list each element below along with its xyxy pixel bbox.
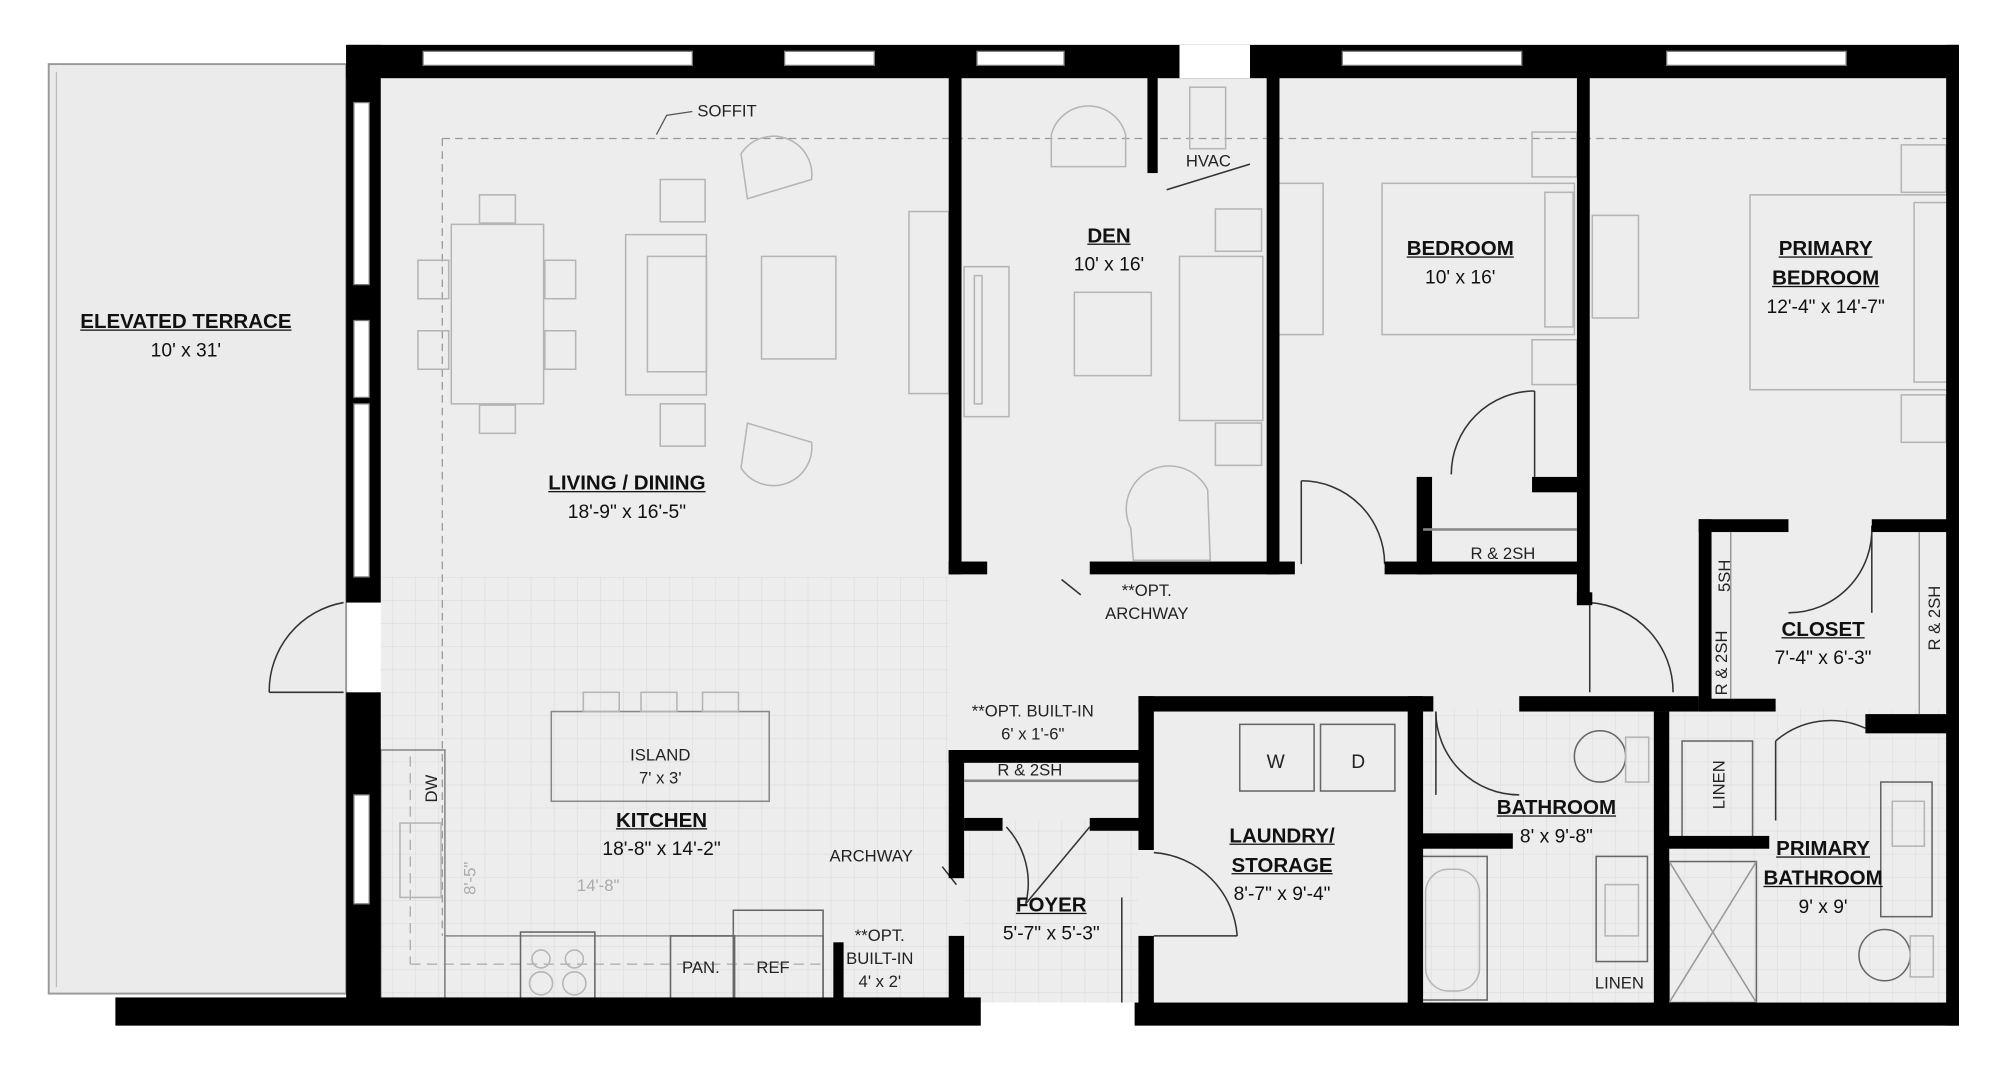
room-dims: 8'-7" x 9'-4" xyxy=(1233,883,1331,906)
terrace-floor xyxy=(47,63,348,995)
note-line: 6' x 1'-6" xyxy=(1001,724,1065,744)
room-label-den: DEN 10' x 16' xyxy=(1074,222,1144,280)
room-label-kitchen: KITCHEN 18'-8" x 14'-2" xyxy=(602,806,720,864)
room-label-terrace: ELEVATED TERRACE 10' x 31' xyxy=(80,308,291,366)
room-dims: 7'-4" x 6'-3" xyxy=(1774,647,1872,670)
dishwasher-label: DW xyxy=(421,774,441,803)
note-line: ISLAND xyxy=(630,744,691,765)
room-label-closet: CLOSET 7'-4" x 6'-3" xyxy=(1775,615,1872,673)
soffit-line xyxy=(441,137,1949,936)
room-name: LIVING / DINING xyxy=(548,473,706,495)
dimension-vertical: 8'-5" xyxy=(460,861,480,895)
soffit-note: SOFFIT xyxy=(697,101,757,121)
r2sh-closet-right-label: R & 2SH xyxy=(1924,585,1944,651)
r2sh-shelf xyxy=(964,779,1139,783)
room-dims: 12'-4" x 14'-7" xyxy=(1766,296,1885,319)
room-name-line2: BATHROOM xyxy=(1763,868,1883,890)
r2sh-bedroom-label: R & 2SH xyxy=(1470,543,1536,563)
room-name: KITCHEN xyxy=(615,810,708,833)
kitchen-tile xyxy=(380,576,949,1000)
room-dims: 10' x 16' xyxy=(1425,266,1496,289)
note-line: **OPT. BUILT-IN xyxy=(971,701,1094,721)
room-label-primary-bathroom: PRIMARY BATHROOM 9' x 9' xyxy=(1763,835,1882,922)
room-name: CLOSET xyxy=(1781,619,1865,642)
note-line: BUILT-IN xyxy=(846,948,914,969)
room-dims: 18'-9" x 16'-5" xyxy=(567,501,687,524)
island-label: ISLAND 7' x 3' xyxy=(624,744,696,791)
room-label-bathroom: BATHROOM 8' x 9'-8" xyxy=(1497,794,1616,852)
pantry-label: PAN. xyxy=(682,957,720,977)
5sh-label: 5SH xyxy=(1714,559,1735,592)
dimension-horizontal: 14'-8" xyxy=(576,875,620,895)
opt-builtin-4x2-note: **OPT. BUILT-IN 4' x 2' xyxy=(846,924,913,994)
room-name: FOYER xyxy=(1015,894,1087,917)
windows xyxy=(353,44,1847,1026)
room-dims: 10' x 31' xyxy=(150,339,222,362)
note-line: ARCHWAY xyxy=(1105,604,1189,624)
washer-label: W xyxy=(1266,751,1285,774)
foyer-tile xyxy=(964,820,1139,1003)
room-dims: 8' x 9'-8" xyxy=(1519,825,1593,848)
opt-builtin-6x1-note: **OPT. BUILT-IN 6' x 1'-6" xyxy=(972,700,1094,747)
room-name: DEN xyxy=(1087,225,1131,248)
room-label-bedroom: BEDROOM 10' x 16' xyxy=(1407,235,1514,293)
door-swings xyxy=(268,163,1873,1003)
room-name: ELEVATED TERRACE xyxy=(80,311,292,334)
room-label-laundry: LAUNDRY/STORAGE 8'-7" x 9'-4" xyxy=(1229,822,1334,909)
room-name-line2: BEDROOM xyxy=(1772,268,1880,290)
hvac-label: HVAC xyxy=(1185,151,1231,171)
linen-primary-label: LINEN xyxy=(1709,760,1729,810)
room-name-line1: PRIMARY xyxy=(1778,238,1873,261)
room-name-line1: LAUNDRY/ xyxy=(1229,825,1335,848)
room-label-primary-bedroom: PRIMARY BEDROOM 12'-4" x 14'-7" xyxy=(1766,235,1884,322)
room-dims: 18'-8" x 14'-2" xyxy=(602,838,721,861)
walls xyxy=(115,44,1959,1026)
note-line: **OPT. xyxy=(1121,580,1172,600)
room-name: BEDROOM xyxy=(1406,238,1514,261)
note-line: 4' x 2' xyxy=(858,972,902,992)
room-name: BATHROOM xyxy=(1496,797,1617,820)
refrigerator-label: REF xyxy=(756,957,790,977)
note-line: 7' x 3' xyxy=(639,768,682,788)
linen-bath-label: LINEN xyxy=(1594,973,1644,993)
archway-note: ARCHWAY xyxy=(829,846,913,866)
note-line: **OPT. xyxy=(854,925,905,945)
room-label-foyer: FOYER 5'-7" x 5'-3" xyxy=(1003,891,1100,949)
bath-tile xyxy=(1423,708,1949,1003)
dryer-label: D xyxy=(1351,751,1366,774)
room-dims: 5'-7" x 5'-3" xyxy=(1002,923,1100,946)
room-label-living-dining: LIVING / DINING 18'-9" x 16'-5" xyxy=(548,469,705,527)
room-name-line1: PRIMARY xyxy=(1776,838,1870,861)
room-name-line2: STORAGE xyxy=(1231,855,1333,878)
r2sh-closet-left-label: R & 2SH xyxy=(1711,630,1732,696)
room-dims: 9' x 9' xyxy=(1798,896,1848,919)
soffit-leader xyxy=(655,110,693,135)
opt-archway-note: **OPT. ARCHWAY xyxy=(1105,579,1188,626)
room-dims: 10' x 16' xyxy=(1073,254,1145,276)
r2sh-foyer-label: R & 2SH xyxy=(997,760,1063,780)
